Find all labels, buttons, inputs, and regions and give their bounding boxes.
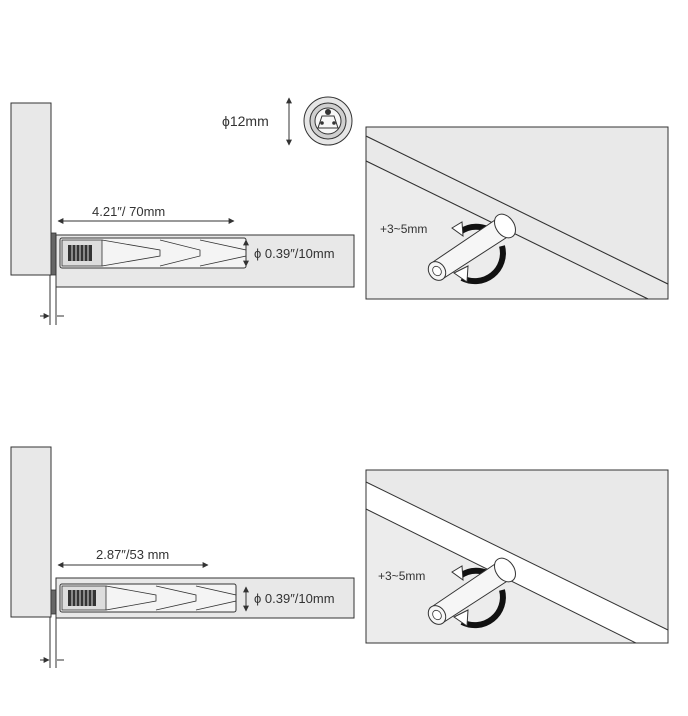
bottom-latch-body [59, 583, 237, 613]
bottom-adjustment-label: +3~5mm [378, 569, 425, 583]
top-latch-body [59, 237, 247, 269]
top-body-diameter-label: ϕ 0.39″/10mm [254, 246, 335, 261]
bottom-body-diameter-label: ϕ 0.39″/10mm [254, 591, 335, 606]
bottom-mount-plate [50, 589, 57, 615]
bottom-rotation-ring-icon [427, 557, 516, 629]
bottom-assembly: 2.87″/53 mm ϕ 0.39″/10mm +3~5mm [10, 446, 669, 668]
top-head-diameter-label: ϕ12mm [222, 113, 269, 129]
top-adjustment-label: +3~5mm [380, 222, 427, 236]
top-rotation-ring-icon [427, 213, 516, 285]
top-assembly: 4.21″/ 70mm ϕ 0.39″/10mm ϕ12mm [10, 96, 669, 325]
bottom-detail-view: +3~5mm [365, 469, 669, 644]
bottom-wall-panel [10, 446, 52, 618]
top-mount-plate [50, 232, 57, 276]
top-length-label: 4.21″/ 70mm [92, 204, 165, 219]
top-detail-view: +3~5mm [365, 126, 669, 300]
bottom-length-label: 2.87″/53 mm [96, 547, 169, 562]
top-wall-panel [10, 102, 52, 276]
latch-head-icon [303, 96, 353, 146]
